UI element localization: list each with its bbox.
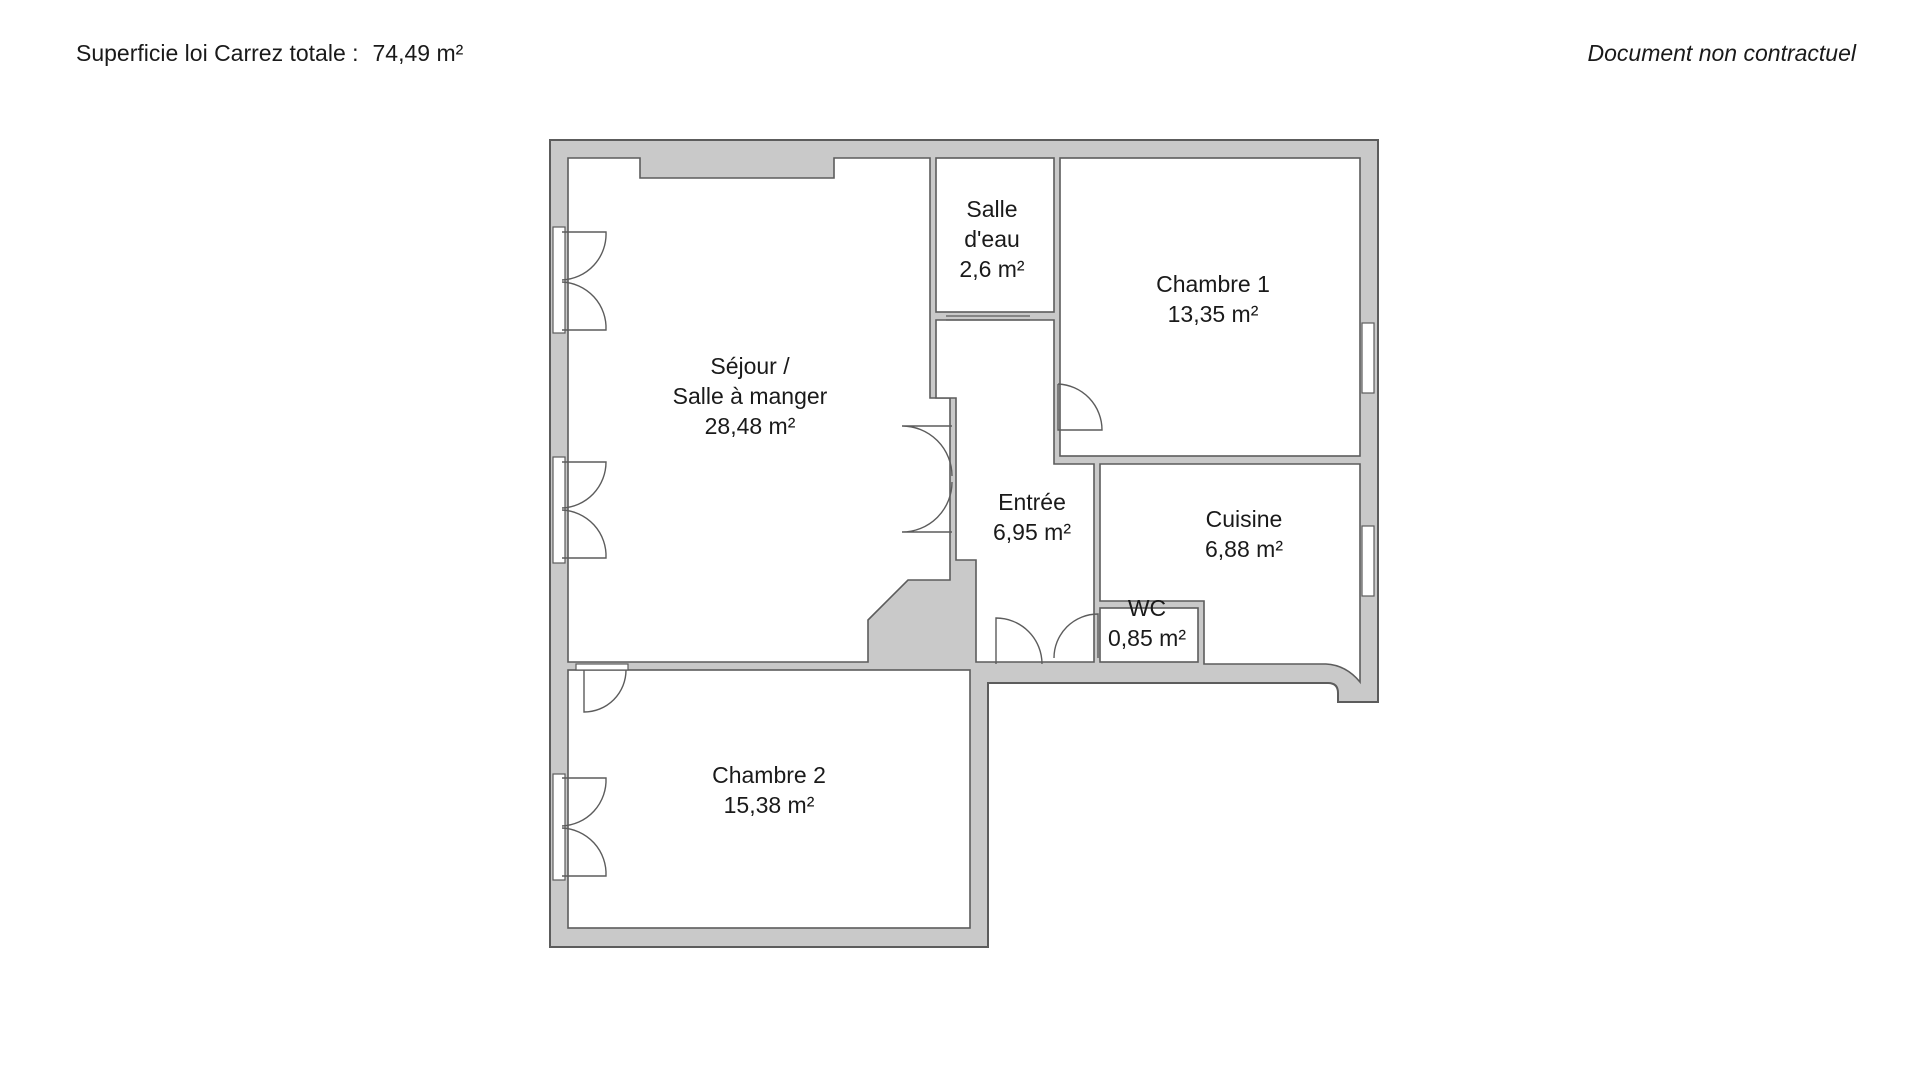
door-swing	[901, 481, 953, 533]
room-label-line: Salle	[966, 196, 1017, 222]
room-label-line: Séjour /	[710, 353, 790, 379]
room-labels: Séjour / Salle à manger 28,48 m² Salle d'eau…	[673, 196, 1284, 818]
room-cuisine	[1099, 463, 1361, 685]
room-label-salle-eau: Salle d'eau 2,6 m²	[959, 196, 1025, 282]
room-label-line: 13,35 m²	[1168, 301, 1259, 327]
disclaimer: Document non contractuel	[1587, 40, 1857, 66]
door-swing	[561, 777, 607, 827]
room-label-line: WC	[1128, 595, 1166, 621]
room-chambre-1	[1059, 157, 1361, 457]
room-entree	[935, 319, 1095, 663]
room-label-line: Salle à manger	[673, 383, 828, 409]
room-chambre-2	[567, 669, 971, 929]
room-label-line: 15,38 m²	[724, 792, 815, 818]
room-label-chambre-2: Chambre 2 15,38 m²	[712, 762, 826, 818]
window	[1361, 525, 1375, 597]
room-label-line: Chambre 1	[1156, 271, 1270, 297]
room-label-line: 6,88 m²	[1205, 536, 1283, 562]
room-label-entree: Entrée 6,95 m²	[993, 489, 1071, 545]
door-swing	[561, 509, 607, 559]
total-area-value: 74,49 m²	[372, 40, 464, 66]
room-label-line: 28,48 m²	[705, 413, 796, 439]
sliding-door	[946, 315, 1030, 321]
room-label-chambre-1: Chambre 1 13,35 m²	[1156, 271, 1270, 327]
room-wc	[1099, 607, 1199, 663]
room-label-cuisine: Cuisine 6,88 m²	[1205, 506, 1283, 562]
total-area: Superficie loi Carrez totale : 74,49 m²	[76, 40, 463, 67]
door-swing	[1053, 613, 1099, 659]
door-swing	[995, 617, 1043, 665]
rooms	[567, 157, 1361, 929]
room-sejour	[567, 157, 951, 663]
room-label-line: Chambre 2	[712, 762, 826, 788]
door-swing	[561, 231, 607, 281]
door-swing	[561, 461, 607, 509]
room-label-line: Cuisine	[1206, 506, 1283, 532]
doors	[561, 231, 1103, 877]
room-label-line: Entrée	[998, 489, 1066, 515]
door-swing	[561, 827, 607, 877]
door-swing	[901, 425, 953, 477]
window	[575, 663, 629, 671]
door-swing	[583, 669, 627, 713]
room-label-line: 6,95 m²	[993, 519, 1071, 545]
window	[552, 773, 566, 881]
door-swing	[561, 281, 607, 331]
room-label-sejour: Séjour / Salle à manger 28,48 m²	[673, 353, 828, 439]
room-salle-eau	[935, 157, 1055, 313]
door-swing	[1057, 383, 1103, 431]
room-label-wc: WC 0,85 m²	[1108, 595, 1186, 651]
room-label-line: 2,6 m²	[959, 256, 1025, 282]
window	[1361, 322, 1375, 394]
room-label-line: 0,85 m²	[1108, 625, 1186, 651]
room-label-line: d'eau	[964, 226, 1020, 252]
total-area-label: Superficie loi Carrez totale :	[76, 40, 359, 66]
